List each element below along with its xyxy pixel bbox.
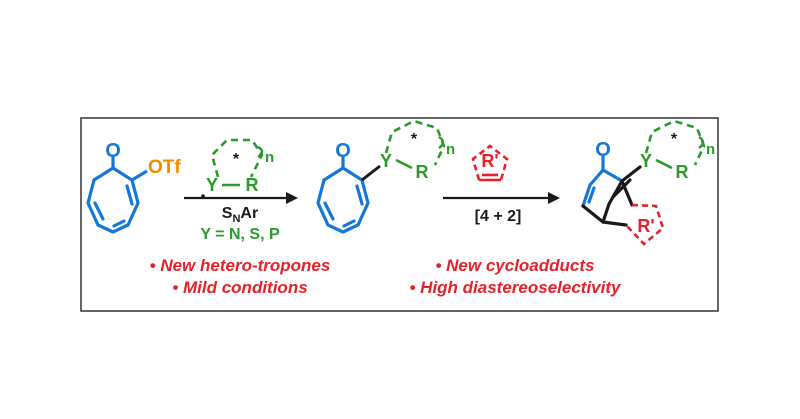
ring-size-bracket	[257, 145, 264, 158]
reaction-arrow-2-head	[548, 192, 560, 204]
substituent-r-3: R	[676, 162, 689, 182]
ring-size-bracket-2	[438, 135, 445, 149]
fused-ring-3	[625, 203, 665, 246]
ring-size-n-2: n	[446, 141, 455, 158]
note-left-1: • New hetero-tropones	[149, 256, 331, 275]
ring-size-bracket-3	[698, 135, 705, 149]
notes-right: • New cycloadducts • High diastereoselec…	[360, 255, 670, 299]
carbonyl-oxygen-1: O	[105, 140, 121, 162]
substituent-r-1: R	[246, 175, 259, 195]
heteroatom-y-3: Y	[640, 151, 652, 171]
snar-label: SNAr	[222, 205, 258, 225]
stereocenter-star-1: *	[233, 151, 240, 168]
dienophile-label: R'	[481, 151, 498, 171]
heteroatom-options: Y = N, S, P	[200, 226, 280, 243]
heteroatom-y-2: Y	[380, 151, 392, 171]
scheme-frame	[80, 117, 719, 312]
ring-size-n-3: n	[706, 141, 715, 158]
c-y-bond-2	[361, 164, 381, 182]
stereocenter-star-3: *	[671, 131, 678, 148]
carbonyl-oxygen-3: O	[595, 139, 611, 161]
fused-ring-label: R'	[637, 216, 654, 236]
note-left-2: • Mild conditions	[172, 278, 308, 297]
stereocenter-star-2: *	[411, 131, 418, 148]
substituent-r-2: R	[416, 162, 429, 182]
hetero-tropone-structure	[316, 156, 370, 234]
cycloadduct-skeleton	[581, 165, 642, 227]
otf-bond	[131, 169, 148, 182]
ring-size-n: n	[265, 149, 274, 166]
dienophile-ring	[471, 144, 509, 181]
notes-left: • New hetero-tropones • Mild conditions	[100, 255, 380, 299]
reaction-arrow-1-head	[286, 192, 298, 204]
cycloadduct-structure	[581, 155, 624, 208]
cycloaddition-label: [4 + 2]	[475, 208, 522, 225]
carbonyl-oxygen-2: O	[335, 140, 351, 162]
heteroatom-y-1: Y	[206, 175, 218, 195]
y-r-bond-2	[395, 158, 413, 170]
tropone-triflate-structure	[86, 156, 140, 234]
y-r-bond-3	[655, 158, 673, 170]
hetero-ring-3	[644, 119, 706, 166]
note-right-2: • High diastereoselectivity	[409, 278, 621, 297]
hetero-ring-2	[384, 119, 446, 166]
otf-label: OTf	[148, 157, 181, 178]
note-right-1: • New cycloadducts	[435, 256, 595, 275]
